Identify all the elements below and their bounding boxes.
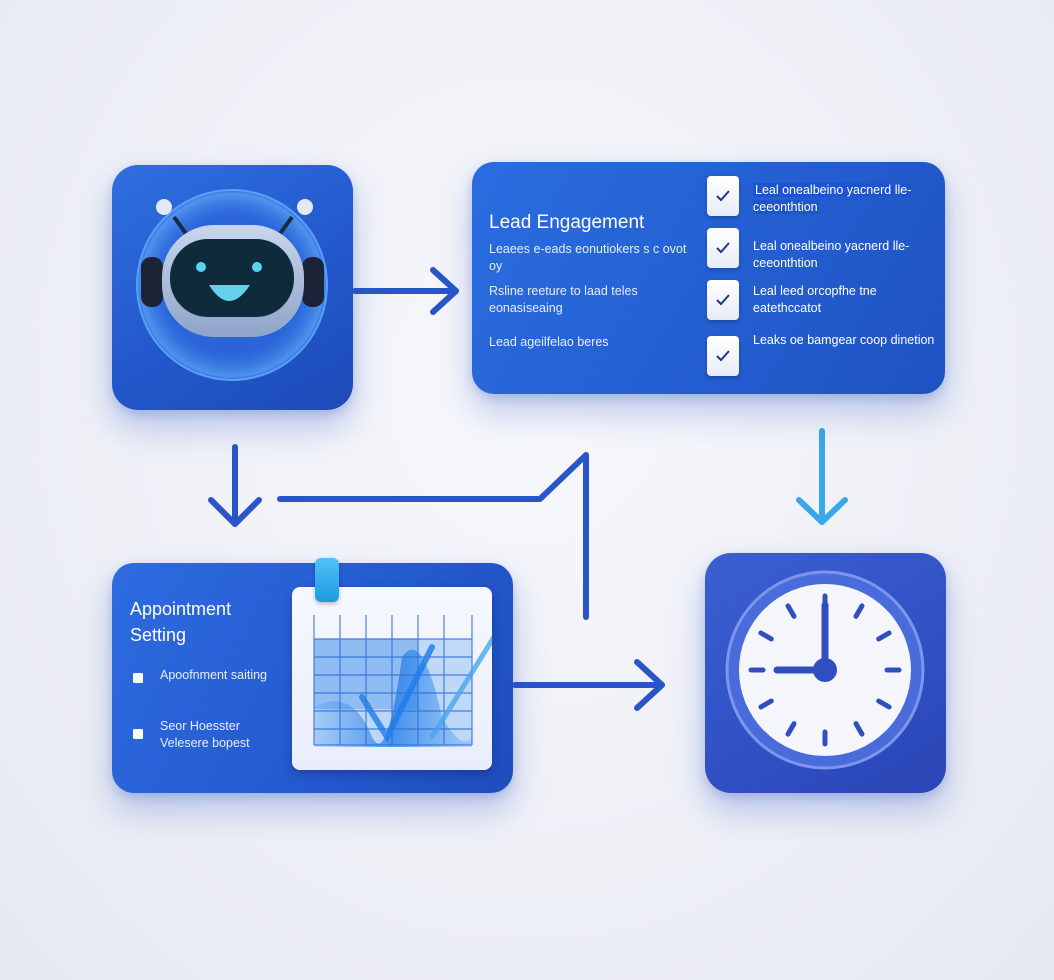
checkbox-1[interactable]: [707, 176, 739, 216]
connector-line-middle: [277, 452, 589, 620]
clock-tick: [758, 698, 774, 710]
appointment-checkbox-1[interactable]: [133, 673, 143, 683]
checklist-item-3: Leal leed orcopfhe tne eatethccatot: [753, 284, 877, 315]
check-icon: [716, 294, 730, 306]
clock-icon: [725, 570, 925, 770]
lead-item-2: Rsline reeture to laad teles eonasiseain…: [489, 284, 638, 315]
lead-engagement-title: Lead Engagement: [489, 212, 645, 233]
arrow-robot-to-appointment: [208, 444, 262, 527]
checklist-item-1-text: Leal onealbeino yacnerd lle-ceeonthtion: [753, 183, 912, 214]
appointment-item-2: Seor Hoesster Velesere bopest: [160, 719, 250, 750]
appointment-checkbox-2[interactable]: [133, 729, 143, 739]
checkbox-2[interactable]: [707, 228, 739, 268]
checkbox-4[interactable]: [707, 336, 739, 376]
robot-icon: [136, 189, 328, 381]
arrow-lead-to-clock: [796, 428, 848, 525]
calendar-icon: [292, 587, 492, 770]
clock-tick: [876, 698, 892, 710]
checklist-item-4: Leaks oe bamgear coop dinetion: [753, 333, 935, 347]
lead-item-1: Leaees e-eads eonutiokers s c ovot oy: [489, 242, 687, 273]
check-icon: [716, 350, 730, 362]
arrow-appointment-to-clock: [512, 659, 665, 711]
arrow-robot-to-lead: [352, 267, 459, 315]
check-icon: [716, 190, 730, 202]
calendar-pin-icon: [315, 558, 339, 602]
lead-engagement-card: Lead Engagement Leaees e-eads eonutioker…: [472, 162, 945, 394]
lead-item-3: Lead ageilfelao beres: [489, 335, 609, 349]
checklist-item-2: Leal onealbeino yacnerd lle-ceeonthtion: [753, 239, 910, 270]
clock-tick: [785, 603, 797, 619]
appointment-setting-title: Appointment Setting: [130, 599, 232, 645]
clock-tick: [758, 630, 774, 642]
check-icon: [716, 242, 730, 254]
appointment-setting-card: Appointment Setting Apoofnment saiting S…: [112, 558, 513, 793]
robot-card: [112, 165, 353, 410]
clock-tick: [853, 721, 865, 737]
clock-tick: [853, 603, 865, 619]
check-icon: [359, 644, 435, 744]
clock-card: [705, 553, 946, 793]
appointment-item-1: Apoofnment saiting: [160, 668, 268, 682]
checklist-item-1: Leal onealbeino yacnerd lle-ceeonthtion: [753, 182, 943, 216]
clock-tick: [876, 630, 892, 642]
checkbox-3[interactable]: [707, 280, 739, 320]
clock-tick: [785, 721, 797, 737]
